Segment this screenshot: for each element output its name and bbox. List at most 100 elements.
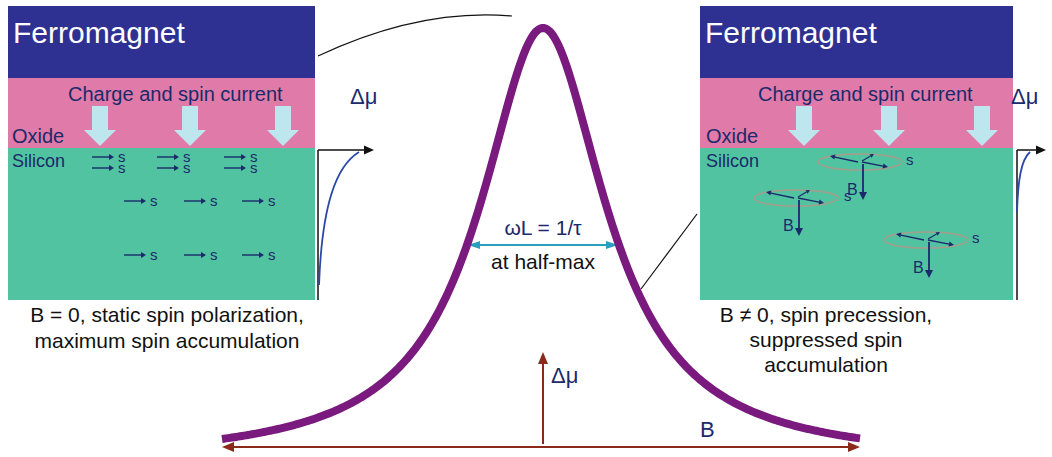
layer-illustration <box>8 148 315 300</box>
spin-label: s <box>906 152 914 167</box>
axis-label: Δμ <box>551 365 578 387</box>
current-arrow <box>267 106 299 146</box>
plot-axis-arrowhead <box>222 442 234 452</box>
spin-arrow-head <box>241 165 246 171</box>
spin-arrow-head <box>766 191 771 196</box>
spin-arrow <box>124 254 141 255</box>
spin-arrow <box>224 167 241 168</box>
current-arrow <box>84 106 116 146</box>
spin-label: s <box>118 160 126 175</box>
spin-arrow-head <box>870 154 874 158</box>
spin-label: s <box>210 193 218 208</box>
spin-arrow-head <box>806 190 810 194</box>
field-arrow <box>798 200 800 228</box>
spin-arrow <box>92 167 109 168</box>
layer-name: Ferromagnet <box>705 18 877 48</box>
spin-arrow <box>771 193 794 198</box>
field-arrow <box>862 164 864 192</box>
current-arrow <box>174 106 206 146</box>
ferromagnet-layer: Ferromagnet <box>8 6 315 78</box>
spin-arrow-head <box>201 198 206 204</box>
spin-arrow-head <box>174 154 179 160</box>
width-note: at half-max <box>443 251 643 272</box>
spin-arrow <box>224 156 241 157</box>
spin-arrow-head <box>109 165 114 171</box>
leader-line <box>318 15 512 56</box>
spin-arrow-head <box>830 155 835 160</box>
spin-arrow-head <box>141 252 146 258</box>
spin-arrow <box>92 156 109 157</box>
spin-arrow <box>862 156 871 161</box>
precession-orbit <box>818 154 902 170</box>
current-arrow <box>788 106 820 146</box>
plot-axis <box>542 362 544 444</box>
layer-name: Ferromagnet <box>13 18 185 48</box>
spin-label: s <box>844 188 852 203</box>
spin-accumulation-curve <box>1017 152 1030 212</box>
silicon-layer: Siliconssssssssssss <box>8 148 315 300</box>
spin-label: s <box>150 193 158 208</box>
panel-caption: B = 0, static spin polarization, maximum… <box>4 302 330 354</box>
spin-label: s <box>183 160 191 175</box>
spin-arrow <box>157 167 174 168</box>
axis-line <box>1017 149 1038 151</box>
axis-line <box>1016 150 1018 300</box>
field-arrow-head <box>925 270 933 278</box>
spin-arrow <box>124 200 141 201</box>
spin-arrow <box>928 234 937 239</box>
spin-accumulation-curve <box>319 152 359 285</box>
spin-arrow <box>242 254 259 255</box>
field-label: B <box>913 260 924 276</box>
current-arrow <box>966 106 998 146</box>
spin-arrow <box>862 162 883 166</box>
width-arrow <box>478 244 608 246</box>
spin-arrow-head <box>949 242 954 247</box>
spin-arrow-head <box>259 252 264 258</box>
spin-arrow-head <box>936 232 940 236</box>
field-label: B <box>783 218 794 234</box>
layer-name: Oxide <box>12 126 64 146</box>
spin-arrow <box>901 235 924 240</box>
silicon-layer: SiliconsBsBsB <box>700 148 1013 300</box>
spin-arrow-head <box>141 198 146 204</box>
spin-label: s <box>210 247 218 262</box>
spin-label: s <box>268 193 276 208</box>
spin-arrow <box>184 200 201 201</box>
axis-label: Δμ <box>350 86 377 108</box>
spin-arrow <box>157 156 174 157</box>
current-arrow <box>873 106 905 146</box>
spin-arrow <box>798 192 807 197</box>
spin-arrow <box>242 200 259 201</box>
spin-arrow-head <box>109 154 114 160</box>
layer-name: Oxide <box>706 126 758 146</box>
spin-label: s <box>268 247 276 262</box>
plot-axis-arrowhead <box>848 442 860 452</box>
field-arrow-head <box>795 228 803 236</box>
axis-label: B <box>700 419 715 441</box>
axis-line <box>318 149 366 151</box>
spin-arrow-head <box>174 165 179 171</box>
precession-orbit <box>884 232 968 248</box>
plot-axis-arrowhead <box>538 352 548 364</box>
spin-arrow-head <box>259 198 264 204</box>
layer-name: Silicon <box>706 152 759 170</box>
ferromagnet-layer: Ferromagnet <box>700 6 1013 78</box>
precession-orbit <box>754 190 838 206</box>
panel-caption: B ≠ 0, spin precession, suppressed spin … <box>690 302 962 377</box>
field-arrow-head <box>859 192 867 200</box>
field-arrow <box>928 242 930 270</box>
layer-illustration <box>700 148 1013 300</box>
layer-name: Silicon <box>12 152 65 170</box>
plot-axis <box>232 446 850 448</box>
current-label: Charge and spin current <box>758 84 973 104</box>
width-label: ωL = 1/τ <box>443 217 643 238</box>
current-label: Charge and spin current <box>68 84 283 104</box>
oxide-layer: Charge and spin currentOxide <box>700 78 1013 148</box>
axis-label: Δμ <box>1011 86 1038 108</box>
spin-arrow-head <box>819 200 824 205</box>
axis-arrowhead <box>1036 146 1046 155</box>
spin-arrow-head <box>883 164 888 169</box>
axis-arrowhead <box>364 146 374 155</box>
spin-arrow <box>835 157 858 162</box>
oxide-layer: Charge and spin currentOxide <box>8 78 315 148</box>
